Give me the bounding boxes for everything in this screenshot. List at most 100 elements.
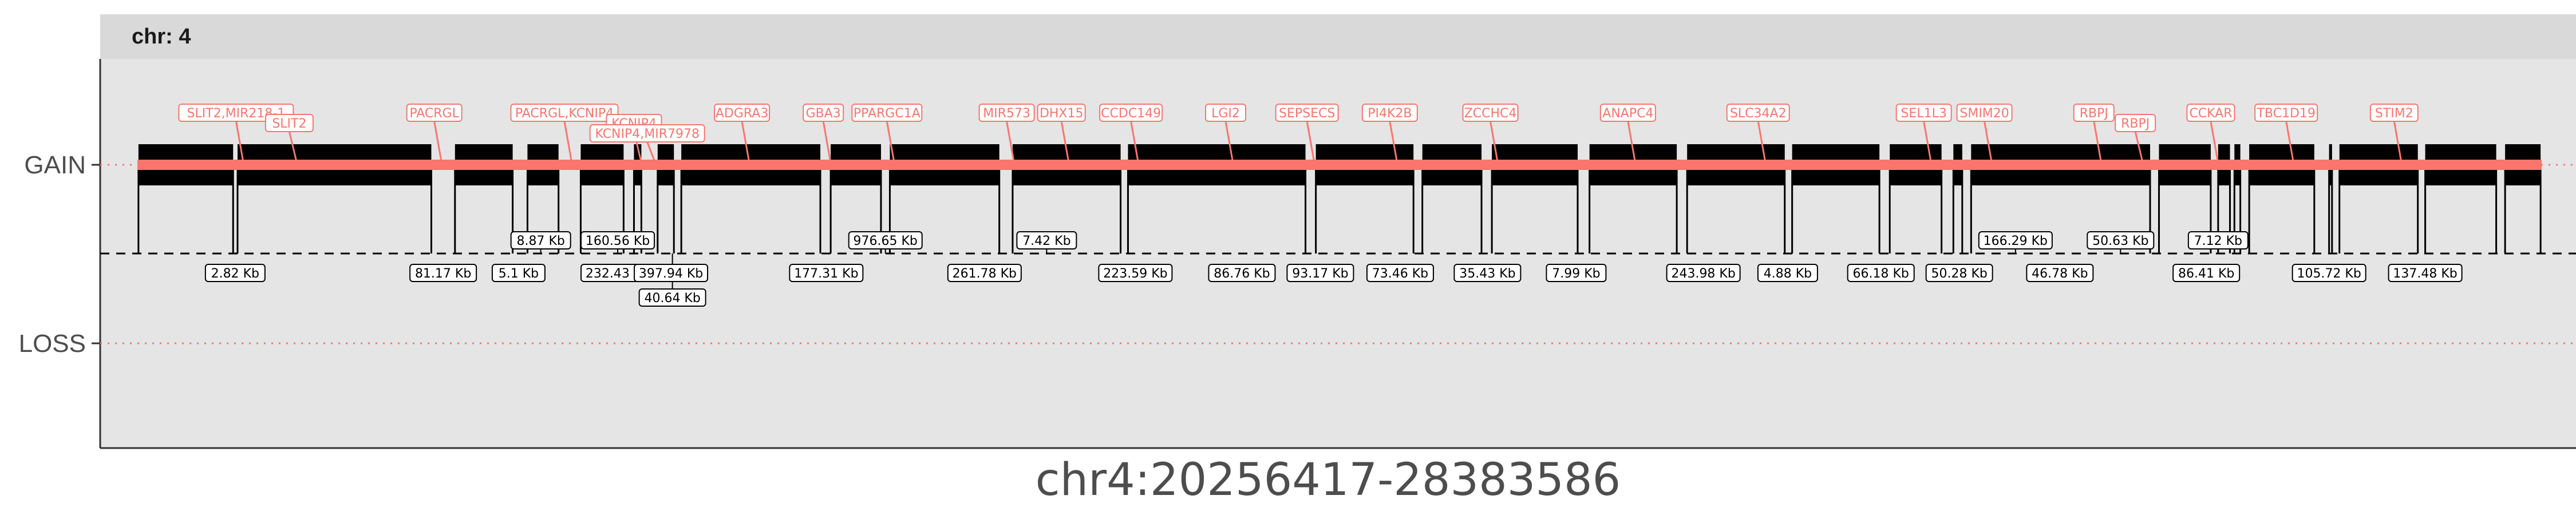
gap-label: 243.98 Kb [1671,267,1735,281]
gene-leader [1130,121,1139,161]
gap-label-box [638,288,706,307]
gene-leader [433,121,442,161]
y-tick-loss: LOSS [19,330,86,358]
gene-leader [1389,121,1398,161]
gene-label: SEL1L3 [1901,106,1946,121]
gap-label-box [510,231,571,249]
gap-label: 4.88 Kb [1764,267,1812,281]
gene-label-box [1037,104,1086,122]
gene-label: STIM2 [2375,106,2413,121]
block-edge [2248,165,2316,253]
gap-label-box [409,264,477,282]
gene-label-box [2254,104,2318,122]
gene-label-box [803,104,844,122]
gene-label-box [1099,104,1163,122]
gene-label-box [1205,104,1247,122]
gene-leader [563,121,572,161]
block-edge [2504,165,2542,253]
gene-leader [741,121,750,161]
gene-leader [2285,121,2294,161]
gene-leader [1984,121,1993,161]
gap-label: 7.99 Kb [1552,267,1600,281]
gene-leader [1923,121,1932,161]
gap-label: 81.17 Kb [415,267,471,281]
gene-label: CCKAR [2189,106,2232,121]
gene-label-box [264,114,314,132]
gene-label: PACRGL,KCNIP4 [515,106,614,121]
gene-leader [1060,121,1069,161]
gene-label-box [1361,104,1418,122]
gap-label-box [2388,264,2463,282]
gene-label: RBPJ [2121,117,2150,131]
gene-leader [1490,121,1499,161]
block-edge [2328,165,2333,253]
gene-label: GBA3 [806,106,841,121]
gene-leader [1224,121,1234,161]
gene-label-box [510,104,619,122]
gap-label: 46.78 Kb [2032,267,2088,281]
block-edge [137,165,234,253]
gap-label-box [1978,231,2053,249]
gap-label-box [1546,264,1607,282]
gap-label-box [1925,264,1993,282]
gap-label: 66.18 Kb [1853,267,1909,281]
gene-label: CCDC149 [1101,106,1161,121]
gene-label: ANAPC4 [1602,106,1653,121]
gene-label: KCNIP4,MIR7978 [595,127,700,141]
gap-label: 40.64 Kb [644,291,700,306]
x-axis-title: chr4:20256417-28383586 [1036,454,1621,506]
panel-label: chr: 4 [132,25,191,49]
gene-label: SEPSECS [1279,106,1335,121]
gap-label: 105.72 Kb [2297,267,2361,281]
gene-leader [822,121,831,161]
gap-label-box [848,231,923,249]
gene-leader [2134,131,2143,161]
gap-label-box [1453,264,1522,282]
gap-label-box [634,264,709,282]
gap-label-box [2087,231,2155,249]
block-edge [657,165,675,253]
block-edge [1012,165,1122,253]
gap-label: 5.1 Kb [499,267,539,281]
gene-label-box [2073,104,2115,122]
gene-leader [1006,121,1015,161]
gene-label-box [1599,104,1656,122]
block-edge [236,165,432,253]
gap-label-box [1757,264,1818,282]
gene-label: TBC1D19 [2256,106,2315,121]
gene-label-box [978,104,1035,122]
gene-label: PPARGC1A [854,106,920,121]
gene-label-box [178,104,294,122]
block-edge [1491,165,1579,253]
gap-label: 7.12 Kb [2194,234,2242,248]
strip-background [100,14,2576,59]
gene-label: SLIT2 [272,117,306,131]
gene-label: PI4K2B [1368,106,1412,121]
gene-label-box [406,104,463,122]
gap-label-box [204,264,266,282]
gap-label-box [1366,264,1434,282]
gap-label: 976.65 Kb [854,234,918,248]
gap-label-box [2026,264,2094,282]
gap-label: 73.46 Kb [1372,267,1428,281]
gene-label-box [2369,104,2419,122]
gap-label: 93.17 Kb [1292,267,1348,281]
gap-label-box [2172,264,2241,282]
gene-label: SMIM20 [1959,106,2009,121]
gap-label: 177.31 Kb [794,267,858,281]
gap-label: 261.78 Kb [953,267,1017,281]
y-tick-gain: GAIN [24,151,86,179]
gene-label-box [1275,104,1339,122]
block-edge [1589,165,1678,253]
gene-leader [2210,121,2219,161]
gap-label: 166.29 Kb [1984,234,2048,248]
gene-leader [235,121,244,161]
gap-label: 2.82 Kb [211,267,259,281]
block-edge [1686,165,1786,253]
block-edge [1315,165,1415,253]
gene-label: SLC34A2 [1730,106,1787,121]
gene-label-box [1895,104,1952,122]
gene-leader [1306,121,1315,161]
gap-label: 397.94 Kb [639,267,703,281]
